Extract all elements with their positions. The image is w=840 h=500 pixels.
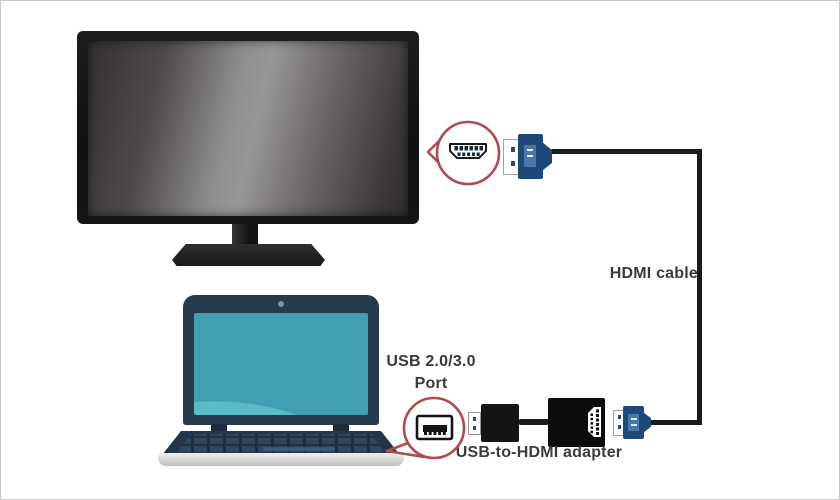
hdmi-cable-line-vertical	[697, 149, 702, 425]
monitor-screen	[88, 41, 408, 216]
laptop-keyboard	[162, 431, 400, 455]
monitor-callout-line	[426, 131, 449, 154]
monitor	[77, 31, 419, 224]
plug-pin	[618, 425, 621, 429]
laptop-hinge-left	[211, 424, 227, 432]
hdmi-cable-line-top	[550, 149, 702, 154]
monitor-stand-neck	[232, 224, 258, 246]
laptop-base	[158, 453, 404, 466]
usb-to-hdmi-adapter-box	[548, 398, 605, 447]
laptop-hinge-right	[333, 424, 349, 432]
spacebar-key	[263, 447, 335, 451]
hdmi-port-callout-circle	[435, 120, 501, 186]
usb-plug-icon	[481, 404, 519, 442]
plug-pin	[473, 426, 476, 430]
adapter-usb-cable	[518, 419, 550, 425]
laptop-screen	[194, 313, 368, 415]
hdmi-plug-tip-top	[503, 139, 519, 175]
hdmi-port-icon	[449, 143, 487, 159]
monitor-callout-line	[426, 150, 451, 175]
usb-port-icon	[415, 414, 454, 441]
usb-port-label-line1: USB 2.0/3.0	[386, 353, 476, 370]
hdmi-plug-strain-relief	[542, 142, 552, 171]
monitor-stand-base	[172, 244, 325, 266]
hdmi-plug-icon-bottom	[623, 406, 644, 439]
webcam-icon	[278, 301, 284, 307]
plug-pin	[511, 147, 515, 152]
laptop	[183, 295, 379, 425]
hdmi-cable-label: HDMI cable	[609, 265, 698, 282]
hdmi-plug-strain-relief	[643, 412, 651, 433]
plug-label-patch	[628, 414, 639, 431]
usb-plug-tip	[468, 412, 481, 435]
plug-pin	[511, 161, 515, 166]
hdmi-port-pins	[454, 146, 483, 156]
plug-pin	[618, 415, 621, 419]
plug-pin	[473, 417, 476, 421]
usb-port-tongue	[423, 425, 447, 435]
usb-port-label-line2: Port	[414, 375, 448, 392]
adapter-label: USB-to-HDMI adapter	[455, 444, 623, 461]
hdmi-cable-line-bottom	[649, 420, 702, 425]
usb-port-label: USB 2.0/3.0 Port	[351, 351, 511, 395]
hdmi-plug-icon-top	[518, 134, 543, 179]
plug-label-patch	[524, 145, 536, 167]
